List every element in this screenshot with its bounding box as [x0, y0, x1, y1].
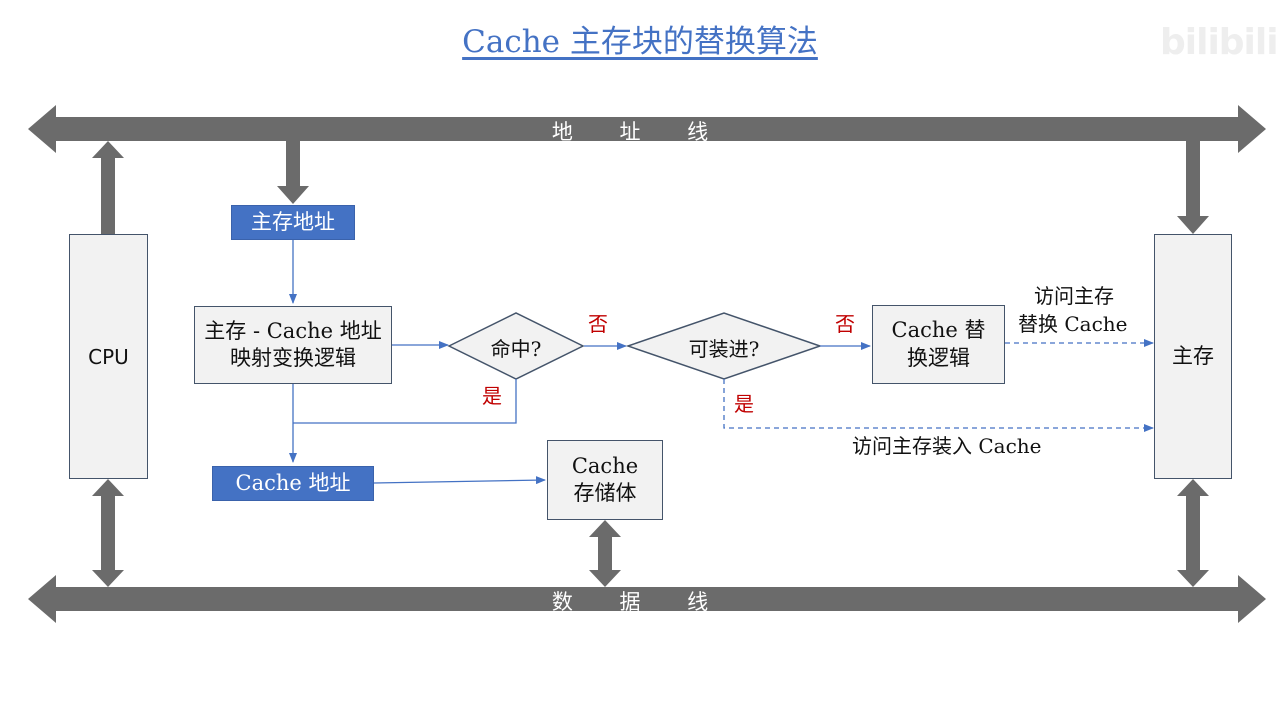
hit-decision-label: 命中? — [490, 337, 542, 361]
hit-no-label: 否 — [588, 312, 608, 336]
address-bus-label: 地 址 线 — [551, 120, 729, 144]
address-bus — [28, 105, 1266, 153]
mapping-logic-box: 主存 - Cache 地址映射变换逻辑 — [194, 306, 392, 384]
loadable-yes-label: 是 — [734, 392, 754, 416]
address-bus-to-main-memory-arrow — [1177, 141, 1209, 234]
loadable-decision-label: 可装进? — [688, 337, 760, 361]
bilibili-watermark: bilibili — [1160, 22, 1279, 63]
cache-address-box: Cache 地址 — [212, 466, 374, 501]
cache-storage-label: Cache 存储体 — [571, 453, 639, 505]
access-replace-label-line1: 访问主存 — [1034, 284, 1114, 308]
cpu-box: CPU — [69, 234, 148, 479]
page-title: Cache 主存块的替换算法 — [462, 24, 818, 60]
cache-storage-data-bus-arrow — [589, 520, 621, 587]
replace-logic-box: Cache 替换逻辑 — [872, 305, 1005, 384]
data-bus — [28, 575, 1266, 623]
mapping-logic-label: 主存 - Cache 地址映射变换逻辑 — [204, 318, 382, 370]
hit-yes-label: 是 — [482, 384, 502, 408]
main-memory-label: 主存 — [1172, 343, 1214, 368]
access-replace-label-line2: 替换 Cache — [1018, 312, 1128, 336]
cache-address-to-storage-line — [373, 476, 546, 485]
main-address-box: 主存地址 — [231, 205, 355, 240]
access-load-label: 访问主存装入 Cache — [852, 434, 1042, 458]
cpu-to-address-bus-arrow — [92, 141, 124, 234]
cpu-data-bus-arrow — [92, 479, 124, 587]
loadable-no-label: 否 — [835, 312, 855, 336]
cache-address-label: Cache 地址 — [235, 470, 351, 495]
loadable-yes-to-main-memory-dashed-line — [723, 379, 1154, 432]
hit-yes-return-line — [293, 379, 517, 424]
main-memory-box: 主存 — [1154, 234, 1232, 479]
hit-decision-diamond — [447, 312, 585, 380]
cpu-label: CPU — [88, 344, 129, 369]
replace-logic-label: Cache 替换逻辑 — [891, 318, 986, 370]
data-bus-label: 数 据 线 — [551, 590, 729, 614]
main-memory-data-bus-arrow — [1177, 479, 1209, 587]
main-address-label: 主存地址 — [251, 209, 335, 234]
address-bus-to-main-address-arrow — [277, 141, 309, 204]
cache-storage-box: Cache 存储体 — [547, 440, 663, 520]
